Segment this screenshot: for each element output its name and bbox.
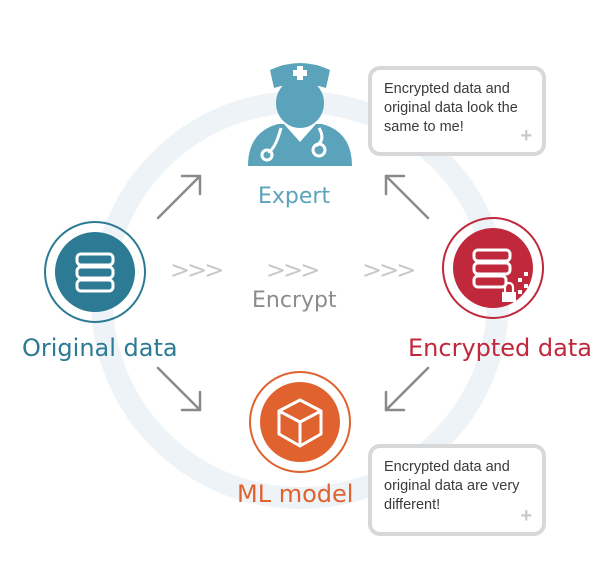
original-data-label: Original data — [22, 334, 178, 362]
arrow-ml-from-encrypted — [384, 366, 430, 412]
lock-icon — [502, 281, 516, 302]
encrypt-label: Encrypt — [252, 288, 337, 313]
note-ml-model: Encrypted data and original data are ver… — [368, 444, 546, 536]
note-expert: Encrypted data and original data look th… — [368, 66, 546, 156]
encrypt-chevrons-2: >>> — [266, 256, 320, 284]
cube-icon — [249, 371, 351, 473]
note-ml-model-text: Encrypted data and original data are ver… — [384, 459, 520, 513]
doctor-icon — [248, 63, 352, 166]
database-icon — [44, 221, 146, 323]
encrypt-chevrons-3: >>> — [362, 256, 416, 284]
encrypt-chevrons-1: >>> — [170, 256, 224, 284]
encrypted-data-label: Encrypted data — [408, 334, 592, 362]
encrypted-database-icon — [442, 217, 544, 319]
note-expert-text: Encrypted data and original data look th… — [384, 81, 518, 135]
expert-label: Expert — [258, 184, 331, 209]
arrow-to-ml-model — [156, 366, 202, 412]
arrow-to-expert — [156, 174, 202, 220]
arrow-expert-from-encrypted — [384, 174, 430, 220]
plus-icon: + — [520, 505, 532, 527]
ml-model-label: ML model — [237, 480, 354, 508]
plus-icon: + — [520, 125, 532, 147]
